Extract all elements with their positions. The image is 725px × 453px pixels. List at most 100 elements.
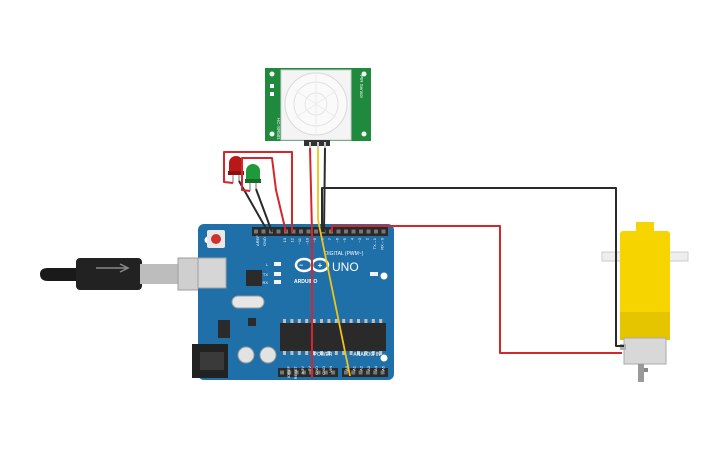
header-hole [301,370,306,375]
header-hole [316,370,321,375]
svg-text:ARDUINO: ARDUINO [294,279,317,285]
chip-pin [305,351,309,355]
header-hole [351,229,356,234]
svg-text:RX: RX [262,280,268,285]
svg-text:GND: GND [262,237,267,246]
header-hole [306,229,311,234]
header-hole [373,370,378,375]
chip-pin [297,319,301,323]
chip-pin [364,319,368,323]
svg-text:POWER: POWER [314,352,333,358]
chip-pin [357,319,360,323]
red-led[interactable] [228,156,244,183]
svg-text:L: L [266,262,269,267]
header-hole [358,370,363,375]
pin-label: RX←0 [380,237,385,250]
chip-pin [342,351,346,355]
pin-label: 13 [282,237,287,242]
chip-pin [312,319,316,323]
pin-label: ~11 [297,237,302,244]
wire-pir-out [317,148,351,377]
pin-label: ~5 [342,237,347,242]
pin-label: GND [314,366,319,375]
pin-label: 4 [350,237,355,240]
pin-label: VIN [328,366,333,373]
svg-text:AREF: AREF [255,235,260,246]
header-hole [314,229,318,234]
chip-pin [327,351,331,355]
header-hole [261,229,266,234]
green-led[interactable] [245,164,261,191]
chip-pin [364,351,368,355]
chip-pin [290,319,294,323]
pin-label: RESET [293,365,298,379]
svg-text:DIGITAL (PWM~): DIGITAL (PWM~) [325,251,364,257]
atmega-chip [280,319,386,355]
pin-label: IOREF [286,365,291,378]
chip-pin [371,319,375,323]
chip-pin [320,319,323,323]
header-hole [287,370,292,375]
chip-pin [371,351,375,355]
pir-pin [317,142,319,148]
pir-pin [324,142,326,148]
header-hole [323,370,328,375]
pin-label: 2 [365,237,370,240]
power-jack [192,344,228,378]
header-hole [276,229,281,234]
pin-label: 7 [327,237,332,240]
wires [223,147,624,378]
header-hole [381,229,386,234]
chip-pin [320,351,323,355]
pin-label: ~6 [335,237,340,242]
pin-label: GND [321,366,326,375]
wire-led-red-anode [223,151,293,232]
svg-text:ON: ON [381,272,387,277]
wire-motor-positive [331,225,622,354]
header-hole [336,229,341,234]
pir-pin [309,142,311,148]
svg-text:ANALOG IN: ANALOG IN [353,352,381,358]
header-hole [380,370,385,375]
pin-label: 3.3V [300,366,305,375]
wire-pir-vcc [309,147,313,378]
chip-pin [283,319,286,323]
chip-pin [334,319,338,323]
reset-button[interactable] [207,230,225,248]
pir-sensor[interactable]: HC-SR501 PIR Sensor [265,68,371,148]
header-hole [280,370,284,375]
header-hole [359,229,363,234]
svg-text:TX: TX [263,272,268,277]
pin-label: 12 [290,237,295,242]
svg-text:HC-SR501: HC-SR501 [276,118,281,140]
pin-label: ~9 [312,237,317,242]
header-hole [331,370,336,375]
wire-led-green-cathode [255,188,273,233]
header-hole [254,229,258,234]
chip-pin [290,351,294,355]
chip-pin [312,351,316,355]
chip-pin [342,319,346,323]
arduino-logo: − + UNO ARDUINO [294,257,359,285]
chip-pin [334,351,338,355]
header-hole [291,229,296,234]
header-hole [365,370,370,375]
dc-gear-motor[interactable] [601,222,689,382]
pin-label: 5V [307,366,312,371]
header-hole [344,370,348,375]
chip-pin [379,319,383,323]
wire-pir-gnd [323,147,326,233]
chip-pin [283,351,286,355]
header-hole [374,229,378,234]
chip-pin [327,319,331,323]
pin-label: TX→1 [372,237,377,249]
pin-label: A4 [373,365,378,371]
pin-label: A0 [344,365,349,371]
svg-text:+: + [318,261,323,270]
wire-led-green-anode [241,157,287,233]
pin-label: ~3 [357,237,362,242]
